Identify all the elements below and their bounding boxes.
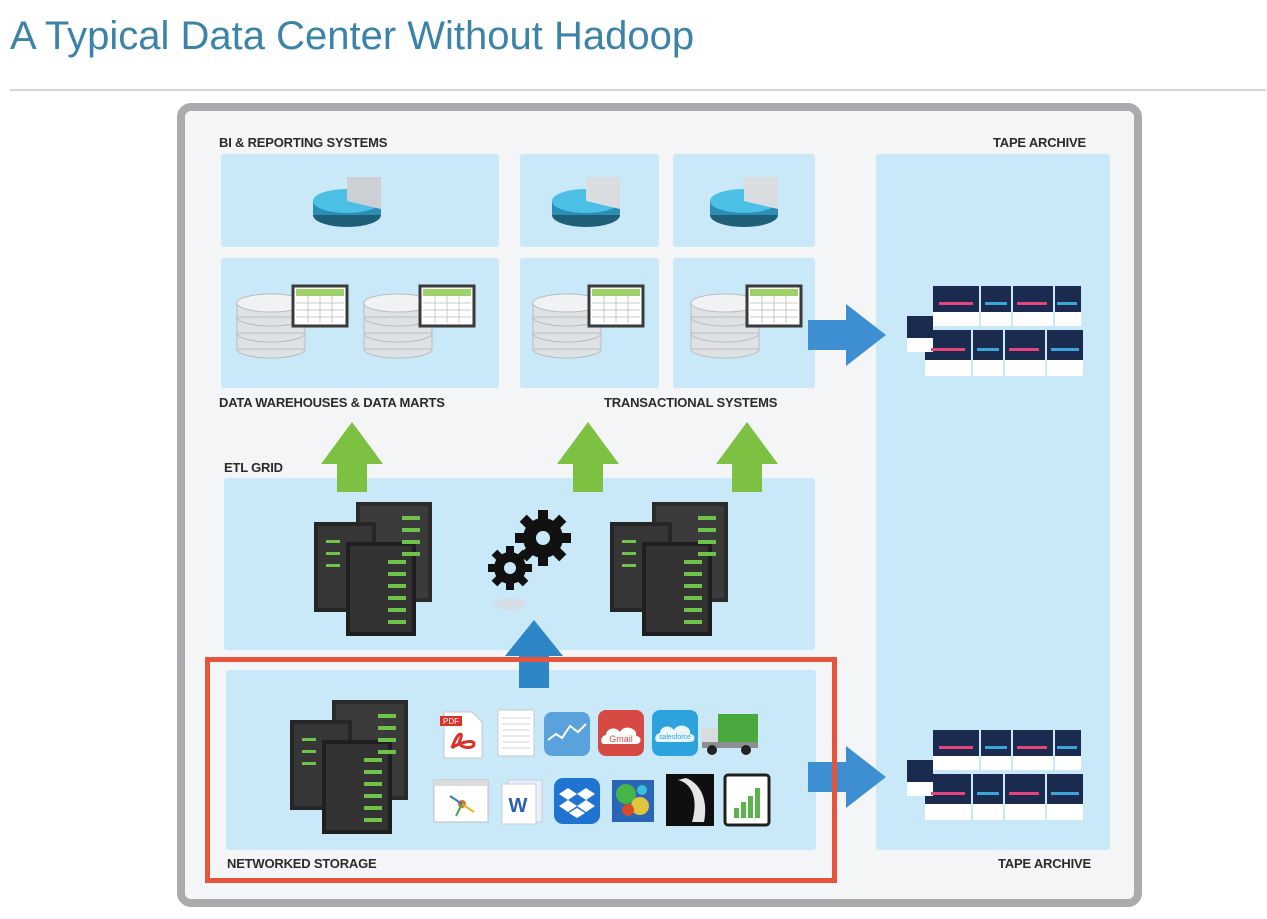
salesforce-icon-label: salesforce [659, 734, 691, 741]
database-table-icon [236, 284, 349, 359]
tape-cartridges-icon [907, 286, 1083, 376]
heatmap-image-icon [612, 780, 654, 822]
stocks-app-icon [544, 712, 590, 756]
server-rack-icon [314, 502, 432, 636]
title-divider [10, 89, 1266, 91]
salesforce-cloud-icon: salesforce [652, 710, 698, 756]
document-icon [497, 709, 535, 757]
window-diagram-icon [433, 779, 489, 823]
gears-icon [488, 510, 571, 610]
networked-storage-label: NETWORKED STORAGE [227, 856, 377, 871]
etl-grid-label: ETL GRID [224, 460, 283, 475]
tape-archive-bottom-label: TAPE ARCHIVE [998, 856, 1091, 871]
server-rack-icon [290, 700, 408, 834]
database-table-icon [363, 284, 476, 359]
xray-image-icon [666, 774, 714, 826]
spreadsheet-chart-icon [723, 773, 771, 827]
gmail-cloud-icon: Gmail [598, 710, 644, 756]
blue-up-arrow-icon [505, 620, 563, 688]
word-documents-icon: W [501, 779, 543, 825]
slide-title: A Typical Data Center Without Hadoop [10, 14, 695, 58]
green-up-arrow-icon [321, 422, 383, 492]
blue-right-arrow-icon [808, 304, 886, 366]
database-table-icon [690, 284, 803, 359]
pie-chart-icon [710, 177, 778, 227]
data-warehouses-label: DATA WAREHOUSES & DATA MARTS [219, 395, 445, 410]
gmail-icon-label: Gmail [609, 734, 633, 744]
pdf-icon-label: PDF [443, 717, 459, 726]
green-up-arrow-icon [557, 422, 619, 492]
tape-archive-top-label: TAPE ARCHIVE [993, 135, 1086, 150]
tape-cartridges-icon [907, 730, 1083, 820]
green-up-arrow-icon [716, 422, 778, 492]
delivery-truck-icon [702, 714, 758, 755]
pie-chart-icon [552, 177, 620, 227]
networked-storage-highlight [205, 657, 837, 883]
dropbox-icon [554, 778, 600, 824]
pie-chart-icon [313, 177, 381, 227]
svg-text:W: W [509, 795, 528, 817]
transactional-systems-label: TRANSACTIONAL SYSTEMS [604, 395, 778, 410]
blue-right-arrow-icon [808, 746, 886, 808]
server-rack-icon [610, 502, 728, 636]
bi-reporting-label: BI & REPORTING SYSTEMS [219, 135, 388, 150]
pdf-file-icon: PDF [440, 711, 483, 759]
database-table-icon [532, 284, 645, 359]
